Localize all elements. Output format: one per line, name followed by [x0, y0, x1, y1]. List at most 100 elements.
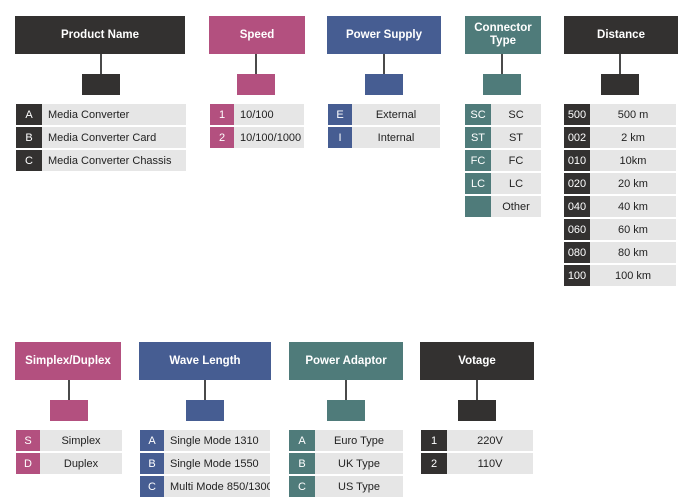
connector-type-option-code: ST	[465, 127, 491, 148]
connector-type-option-row: Other	[465, 196, 541, 217]
power-supply-option-label: Internal	[352, 127, 440, 148]
distance-option-code: 500	[564, 104, 590, 125]
connector-type-option-label: FC	[491, 150, 541, 171]
simplex-duplex-option-label: Simplex	[40, 430, 122, 451]
wave-length-option-code: C	[140, 476, 164, 497]
wave-length-option-code: B	[140, 453, 164, 474]
connector-type-option-code: FC	[465, 150, 491, 171]
connector-type-option-label: Other	[491, 196, 541, 217]
connector-type-option-label: ST	[491, 127, 541, 148]
distance-option-label: 10km	[590, 150, 676, 171]
power-adaptor-option-label: UK Type	[315, 453, 403, 474]
simplex-duplex-option-code: D	[16, 453, 40, 474]
product-name-option-label: Media Converter Chassis	[42, 150, 186, 171]
product-name-header: Product Name	[15, 16, 185, 54]
connector-type-connector-line	[501, 54, 503, 74]
wave-length-option-label: Multi Mode 850/1300	[164, 476, 270, 497]
connector-type-header: Connector Type	[465, 16, 541, 54]
power-adaptor-option-label: Euro Type	[315, 430, 403, 451]
product-name-option-code: C	[16, 150, 42, 171]
power-adaptor-option-code: A	[289, 430, 315, 451]
distance-option-code: 002	[564, 127, 590, 148]
connector-type-option-code	[465, 196, 491, 217]
votage-option-code: 2	[421, 453, 447, 474]
distance-option-label: 500 m	[590, 104, 676, 125]
distance-header: Distance	[564, 16, 678, 54]
speed-code-box	[237, 74, 275, 95]
simplex-duplex-connector-line	[68, 380, 70, 400]
votage-option-label: 220V	[447, 430, 533, 451]
connector-type-option-code: LC	[465, 173, 491, 194]
speed-connector-line	[255, 54, 257, 74]
speed-header: Speed	[209, 16, 305, 54]
distance-option-label: 2 km	[590, 127, 676, 148]
votage-header: Votage	[420, 342, 534, 380]
wave-length-code-box	[186, 400, 224, 421]
votage-option-code: 1	[421, 430, 447, 451]
power-adaptor-option-code: B	[289, 453, 315, 474]
speed-option-code: 1	[210, 104, 234, 125]
wave-length-connector-line	[204, 380, 206, 400]
connector-type-option-label: SC	[491, 104, 541, 125]
power-adaptor-connector-line	[345, 380, 347, 400]
distance-option-label: 80 km	[590, 242, 676, 263]
power-supply-option-code: I	[328, 127, 352, 148]
distance-option-code: 040	[564, 196, 590, 217]
distance-option-code: 020	[564, 173, 590, 194]
wave-length-header: Wave Length	[139, 342, 271, 380]
power-adaptor-option-label: US Type	[315, 476, 403, 497]
power-adaptor-option-code: C	[289, 476, 315, 497]
product-name-option-code: B	[16, 127, 42, 148]
distance-option-code: 010	[564, 150, 590, 171]
distance-connector-line	[619, 54, 621, 74]
distance-code-box	[601, 74, 639, 95]
votage-connector-line	[476, 380, 478, 400]
product-name-code-box	[82, 74, 120, 95]
votage-code-box	[458, 400, 496, 421]
power-adaptor-header: Power Adaptor	[289, 342, 403, 380]
votage-option-label: 110V	[447, 453, 533, 474]
simplex-duplex-option-label: Duplex	[40, 453, 122, 474]
wave-length-option-label: Single Mode 1310	[164, 430, 270, 451]
power-supply-option-code: E	[328, 104, 352, 125]
wave-length-option-label: Single Mode 1550	[164, 453, 270, 474]
product-name-option-label: Media Converter Card	[42, 127, 186, 148]
connector-type-code-box	[483, 74, 521, 95]
wave-length-option-code: A	[140, 430, 164, 451]
speed-option-label: 10/100	[234, 104, 304, 125]
product-name-connector-line	[100, 54, 102, 74]
distance-option-code: 100	[564, 265, 590, 286]
simplex-duplex-header: Simplex/Duplex	[15, 342, 121, 380]
simplex-duplex-code-box	[50, 400, 88, 421]
distance-option-code: 080	[564, 242, 590, 263]
power-supply-connector-line	[383, 54, 385, 74]
power-adaptor-code-box	[327, 400, 365, 421]
connector-type-option-code: SC	[465, 104, 491, 125]
